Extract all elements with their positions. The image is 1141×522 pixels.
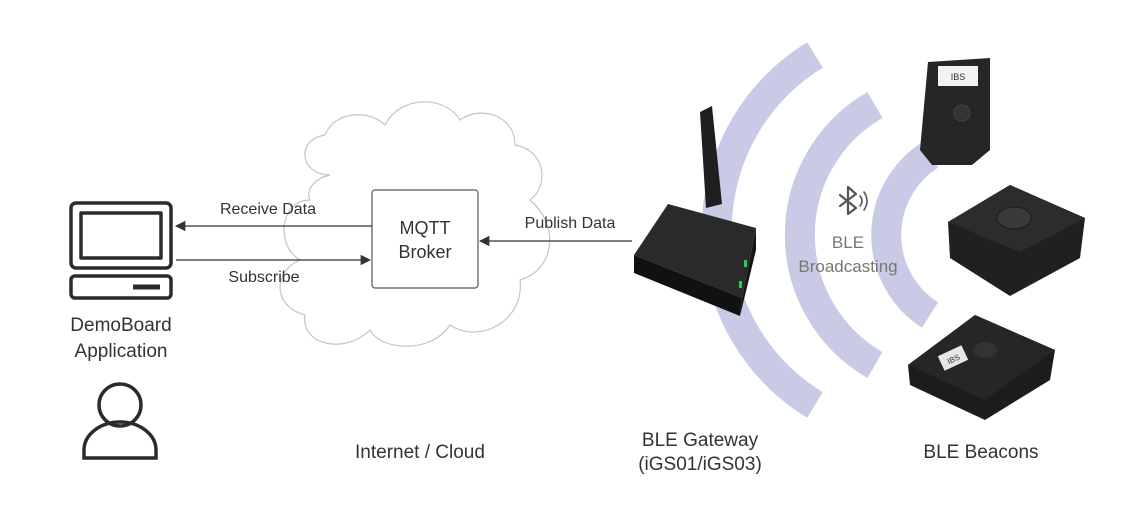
- subscribe-label: Subscribe: [228, 269, 299, 286]
- broker-label-line2: Broker: [398, 242, 451, 262]
- app-label-line2: Application: [75, 341, 168, 362]
- beacon-1-tag: IBS: [951, 72, 966, 82]
- wave-middle: [784, 92, 883, 378]
- ble-label-line2: Broadcasting: [798, 257, 897, 276]
- gateway-device: [634, 106, 756, 316]
- mqtt-broker-box: [371, 189, 479, 289]
- bluetooth-icon: [838, 185, 868, 216]
- gateway-label-line1: BLE Gateway: [642, 430, 759, 451]
- beacon-device-1: IBS: [920, 58, 990, 165]
- ble-label-line1: BLE: [832, 233, 864, 252]
- receive-data-label: Receive Data: [220, 201, 316, 218]
- gateway-label-line2: (iGS01/iGS03): [638, 454, 762, 475]
- publish-data-label: Publish Data: [525, 215, 616, 232]
- computer-icon: [69, 201, 173, 300]
- gateway-antenna: [700, 106, 722, 208]
- beacon-device-2: [948, 185, 1085, 296]
- gateway-led-1: [744, 260, 747, 267]
- beacons-label: BLE Beacons: [923, 442, 1038, 463]
- app-label-line1: DemoBoard: [70, 315, 171, 336]
- wave-inner: [871, 142, 939, 328]
- user-icon: [82, 382, 158, 460]
- beacon-device-3: IBS: [908, 315, 1055, 420]
- gateway-led-2: [739, 281, 742, 288]
- broker-label-line1: MQTT: [400, 218, 451, 238]
- cloud-label: Internet / Cloud: [355, 442, 485, 463]
